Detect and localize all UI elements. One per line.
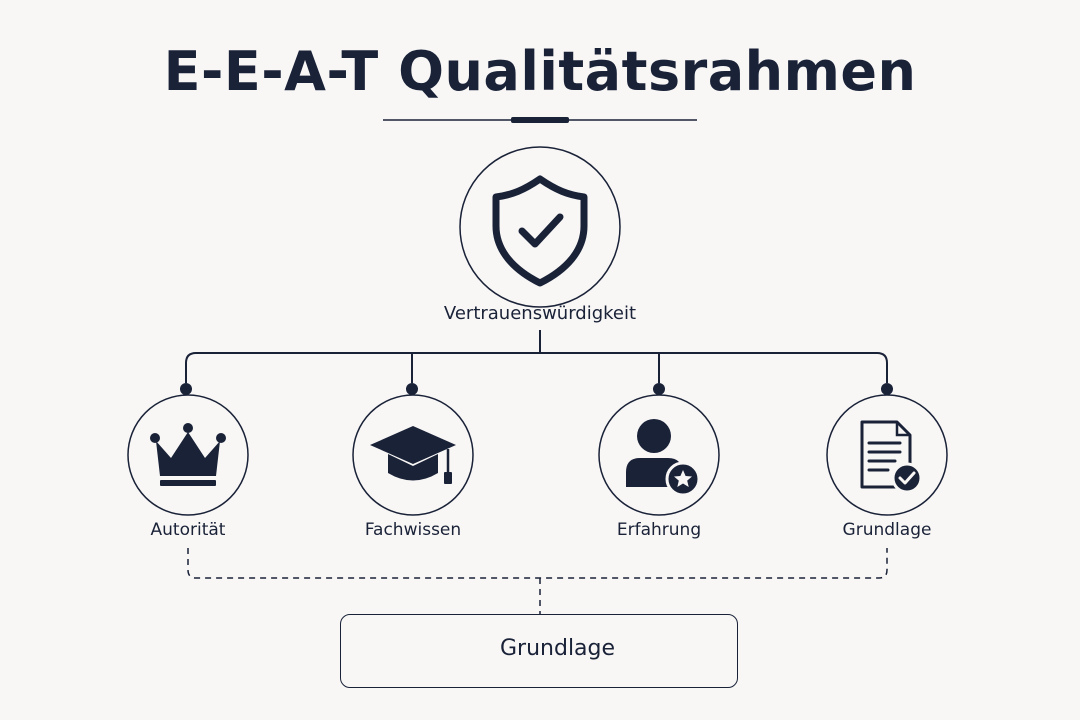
foundation-connector xyxy=(187,548,888,614)
child-node-circle-erfahrung xyxy=(598,394,720,516)
page-title: E-E-A-T Qualitätsrahmen xyxy=(163,40,917,103)
child-node-circle-fachwissen xyxy=(352,394,474,516)
child-node-circle-grundlage xyxy=(826,394,948,516)
graduation-cap-icon xyxy=(370,426,456,484)
shield-check-icon xyxy=(492,175,588,287)
child-node-label-fachwissen: Fachwissen xyxy=(364,520,462,540)
top-node-label: Vertrauenswürdigkeit xyxy=(443,303,637,324)
connector-dots xyxy=(180,383,893,395)
child-node-label-erfahrung: Erfahrung xyxy=(616,520,702,540)
foundation-box xyxy=(340,614,738,688)
child-node-label-autoritaet: Autorität xyxy=(150,520,226,540)
crown-icon xyxy=(150,423,226,486)
tree-connectors xyxy=(185,330,888,383)
child-node-circle-autoritaet xyxy=(127,394,249,516)
foundation-label: Grundlage xyxy=(500,636,616,661)
title-underline xyxy=(383,117,697,123)
child-node-label-grundlage: Grundlage xyxy=(842,520,932,540)
document-check-icon xyxy=(860,420,923,494)
user-star-icon xyxy=(626,419,701,497)
top-node-circle xyxy=(459,146,621,308)
